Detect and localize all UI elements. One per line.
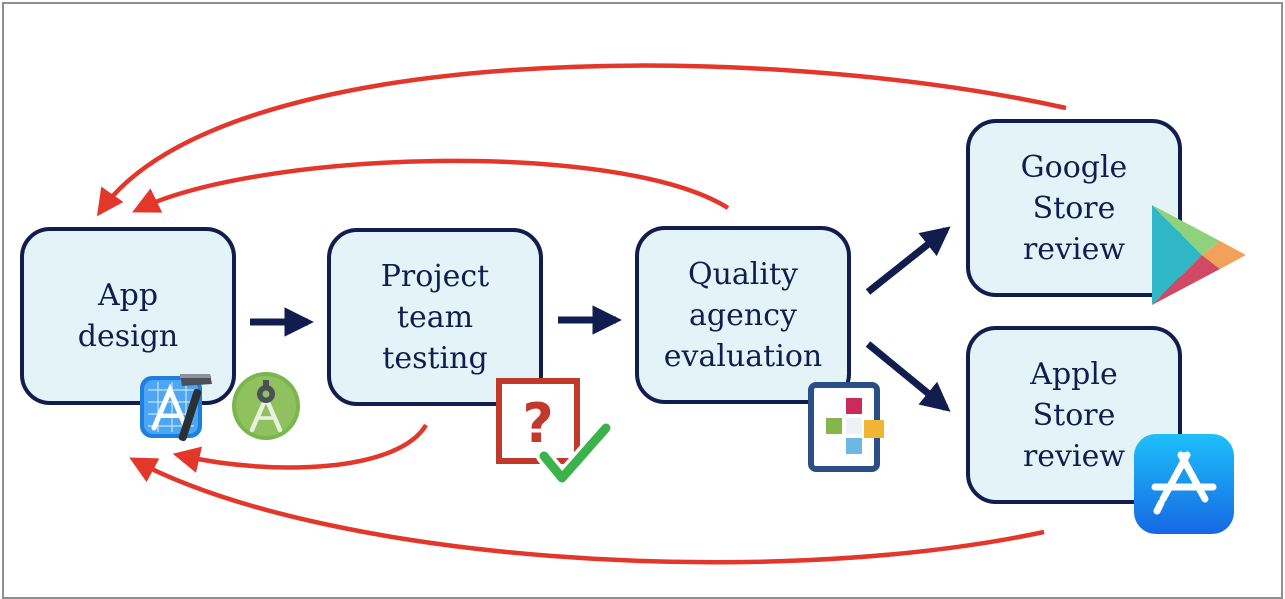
xcode-icon	[140, 374, 212, 442]
app-store-icon	[1134, 434, 1234, 534]
quality-agency-logo-icon	[808, 382, 884, 472]
android-studio-icon	[232, 372, 300, 440]
feedback-testing-to-design	[172, 423, 428, 473]
node-apple-review-label: Apple Store review	[1022, 356, 1126, 474]
node-agency-evaluation: Quality agency evaluation	[635, 226, 851, 404]
arrow-evaluation-to-google	[865, 226, 951, 295]
node-agency-evaluation-label: Quality agency evaluation	[663, 256, 823, 374]
google-play-icon	[1152, 205, 1246, 305]
node-google-review-label: Google Store review	[1020, 149, 1128, 267]
node-app-design: App design	[20, 227, 236, 405]
svg-text:?: ?	[522, 392, 553, 455]
node-team-testing: Project team testing	[327, 228, 543, 406]
feedback-apple-to-design	[129, 457, 1045, 565]
node-team-testing-label: Project team testing	[380, 258, 490, 376]
testing-question-check-icon: ?	[496, 378, 612, 486]
feedback-evaluation-to-design	[132, 158, 730, 213]
node-app-design-label: App design	[77, 278, 179, 354]
node-google-review: Google Store review	[966, 119, 1182, 297]
feedback-google-to-design	[96, 63, 1067, 217]
arrow-evaluation-to-apple	[865, 341, 951, 412]
